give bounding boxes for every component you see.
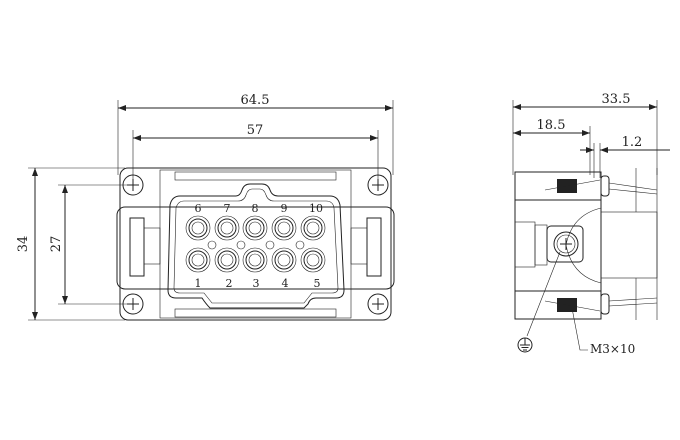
dim-offset: 1.2 [622, 135, 643, 150]
contact [300, 215, 326, 241]
contact-label: 3 [253, 277, 260, 290]
coding-hole [236, 240, 246, 250]
contact [271, 247, 297, 273]
contact [188, 250, 208, 270]
contacts [185, 215, 326, 273]
coding-hole [265, 240, 275, 250]
coding-hole [207, 240, 217, 250]
contact [185, 247, 211, 273]
dim-overall-width: 64.5 [241, 93, 270, 108]
contact [248, 221, 262, 235]
contact [217, 218, 237, 238]
contact-label: 1 [195, 277, 202, 290]
dim-mounting-height: 27 [49, 236, 64, 253]
side-dimensions: 33.5 18.5 1.2 [512, 92, 670, 178]
contact [277, 221, 291, 235]
contact [245, 250, 265, 270]
contact [306, 221, 320, 235]
contact-label: 9 [281, 202, 288, 215]
contact [214, 215, 240, 241]
contact-label: 4 [282, 277, 289, 290]
contact-label: 6 [195, 202, 202, 215]
contact [274, 218, 294, 238]
contact [217, 250, 237, 270]
contact [274, 250, 294, 270]
contact [242, 247, 268, 273]
contact [303, 218, 323, 238]
dim-overall-height: 34 [16, 236, 31, 253]
contact [185, 215, 211, 241]
contact [242, 215, 268, 241]
contact [271, 215, 297, 241]
contact [188, 218, 208, 238]
screw-callout: M3×10 [590, 342, 635, 356]
contact [248, 253, 262, 267]
contact [303, 250, 323, 270]
contact [306, 253, 320, 267]
contact [214, 247, 240, 273]
contact [300, 247, 326, 273]
contact-label: 7 [224, 202, 231, 215]
contact [277, 253, 291, 267]
contact-label: 5 [314, 277, 321, 290]
protective-earth-icon [517, 337, 533, 353]
contact-label: 2 [226, 277, 233, 290]
contact-label: 8 [252, 202, 259, 215]
contact [220, 253, 234, 267]
contact-labels: 6 7 8 9 10 1 2 3 4 5 [195, 202, 324, 290]
front-view: 6 7 8 9 10 1 2 3 4 5 [116, 167, 395, 321]
contact [220, 221, 234, 235]
contact [245, 218, 265, 238]
contact-label: 10 [309, 202, 323, 215]
front-dimensions: 64.5 57 34 27 [16, 93, 394, 321]
contact [191, 221, 205, 235]
coding-hole [295, 240, 305, 250]
ground-screw [553, 231, 579, 257]
mounting-screws [122, 174, 389, 315]
side-view: M3×10 [514, 168, 658, 356]
contact [191, 253, 205, 267]
dim-body-depth: 18.5 [537, 118, 566, 133]
dim-overall-depth: 33.5 [602, 92, 631, 107]
dim-mounting-width: 57 [247, 123, 264, 138]
